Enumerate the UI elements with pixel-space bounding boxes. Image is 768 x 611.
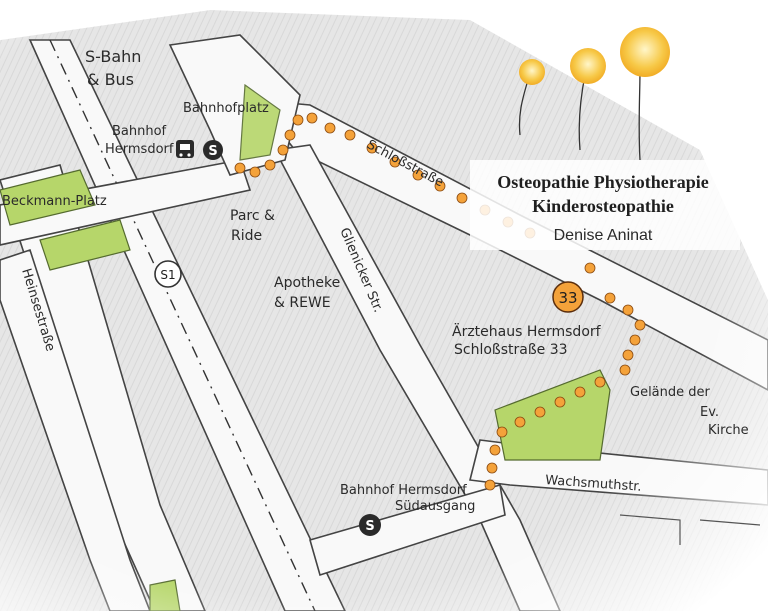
- label-hermsdorf: Hermsdorf: [105, 142, 174, 157]
- practice-title: Osteopathie Physiotherapie Kinderosteopa…: [470, 160, 740, 250]
- s-bahn-south-icon: S: [359, 514, 381, 536]
- label-bahnhofplatz: Bahnhofplatz: [183, 101, 269, 116]
- label-sbahn: S-Bahn: [85, 47, 141, 66]
- label-suedausgang-1: Bahnhof Hermsdorf: [340, 483, 467, 498]
- address-badge: 33: [552, 281, 584, 313]
- s1-badge: S1: [154, 260, 182, 288]
- label-schlossstrasse-33: Schloßstraße 33: [454, 342, 568, 358]
- label-kirche: Kirche: [708, 423, 749, 438]
- practice-line1: Osteopathie Physiotherapie: [497, 172, 709, 192]
- label-bahnhof: Bahnhof: [112, 124, 167, 139]
- flower-logo-icon: [518, 27, 670, 161]
- s-bahn-label: S: [208, 144, 217, 159]
- label-apotheke: Apotheke: [274, 275, 340, 291]
- label-wachsmuth: Wachsmuthstr.: [545, 473, 642, 495]
- label-ev: Ev.: [700, 405, 719, 420]
- label-ride: Ride: [231, 228, 262, 244]
- bus-icon: [176, 140, 194, 158]
- practice-line2: Kinderosteopathie: [532, 196, 674, 216]
- label-bus: & Bus: [87, 70, 134, 89]
- s1-label: S1: [160, 268, 175, 282]
- label-aerztehaus: Ärztehaus Hermsdorf: [452, 322, 602, 340]
- building-outlines: [619, 514, 761, 545]
- label-suedausgang-2: Südausgang: [395, 499, 475, 514]
- label-gelaende: Gelände der: [630, 385, 711, 400]
- address-number: 33: [558, 289, 577, 307]
- s-bahn-south-label: S: [365, 519, 374, 534]
- label-beckmann: Beckmann-Platz: [2, 194, 107, 209]
- practice-name: Denise Aninat: [554, 227, 653, 244]
- label-rewe: & REWE: [274, 295, 331, 311]
- s-bahn-icon: S: [203, 140, 223, 160]
- label-parc: Parc &: [230, 208, 275, 224]
